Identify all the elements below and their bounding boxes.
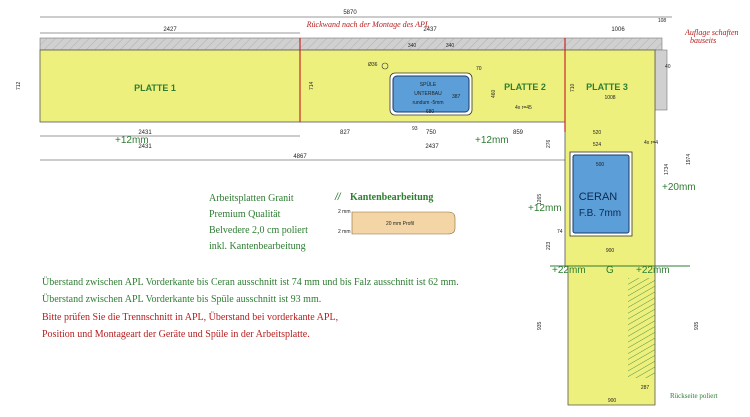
sink-line1: SPÜLE — [420, 81, 437, 88]
tap-hole — [381, 62, 389, 70]
dim-2427: 2427 — [163, 27, 177, 33]
ceran-cutout — [572, 154, 630, 234]
dim-287: 287 — [641, 385, 650, 391]
sink-cutout — [392, 75, 470, 113]
right-note-2: bauseits — [690, 36, 716, 45]
dim-714: 714 — [309, 81, 315, 90]
dim-1974: 1974 — [686, 154, 692, 165]
dim-2437-bottom: 2437 — [425, 144, 439, 150]
note-sink-overhang: Überstand zwischen APL Vorderkante bis S… — [42, 294, 322, 305]
dim-223: 223 — [546, 241, 552, 250]
note-check-1: Bitte prüfen Sie die Trennschnitt in APL… — [42, 312, 339, 323]
right-backsplash — [654, 49, 668, 111]
dim-900-bottom: 900 — [608, 398, 617, 404]
material-line3: Belvedere 2,0 cm poliert — [209, 225, 308, 236]
overhang-left-top: +12mm — [115, 135, 149, 146]
dim-500: 500 — [596, 162, 605, 168]
sink-depth: 387 — [452, 94, 461, 100]
dim-4xr4: 4x r=4 — [644, 140, 658, 146]
sink-line2: UNTERBAU — [414, 91, 442, 97]
dim-108: 108 — [658, 18, 667, 24]
sink-hole: Ø36 — [368, 62, 378, 68]
lower-hatch — [628, 278, 655, 378]
dim-460: 460 — [491, 89, 497, 98]
sink-width: 680 — [426, 109, 435, 115]
g-label: G — [606, 265, 614, 276]
dim-520: 520 — [593, 130, 602, 136]
edge-bottom-mm: 2 mm — [338, 229, 351, 235]
dim-935-right: 935 — [694, 321, 700, 330]
dim-93: 93 — [412, 126, 418, 132]
edge-slash: // — [334, 192, 342, 203]
backsplash-hatch — [40, 38, 662, 50]
dim-750: 750 — [426, 130, 437, 136]
dim-524: 524 — [593, 142, 602, 148]
note-check-2: Position und Montageart der Geräte und S… — [42, 329, 310, 340]
material-line4: inkl. Kantenbearbeitung — [209, 241, 306, 252]
dim-2437-top: 2437 — [423, 27, 437, 33]
back-polished: Rückseite poliert — [670, 392, 718, 400]
plate-1-label: PLATTE 1 — [134, 83, 176, 93]
ceran-line2: F.B. 7mm — [579, 208, 621, 219]
plate-1 — [39, 49, 301, 123]
ceran-line1: CERAN — [579, 191, 618, 203]
overhang-right-20: +20mm — [662, 182, 696, 193]
overhang-bottom-right: +22mm — [636, 265, 670, 276]
dim-340-right: 340 — [446, 43, 455, 49]
dim-4867: 4867 — [293, 154, 307, 160]
note-ceran-overhang: Überstand zwischen APL Vorderkante bis C… — [42, 277, 459, 288]
dim-1006-top: 1006 — [611, 27, 625, 33]
overhang-ceran-left: +12mm — [528, 203, 562, 214]
edge-profile-shape — [351, 211, 456, 235]
overhang-bottom-left: +22mm — [552, 265, 586, 276]
dim-1734: 1734 — [664, 164, 670, 175]
dim-74: 74 — [557, 229, 563, 235]
dim-859: 859 — [513, 130, 524, 136]
plate-2-label: PLATTE 2 — [504, 82, 546, 92]
overhang-mid-top: +12mm — [475, 135, 509, 146]
dim-827: 827 — [340, 130, 351, 136]
material-line1: Arbeitsplatten Granit — [209, 193, 294, 204]
dim-1265: 1265 — [537, 194, 543, 205]
sink-radius: 4x r=45 — [515, 105, 532, 111]
dim-40: 40 — [665, 64, 671, 70]
material-line2: Premium Qualität — [209, 209, 281, 220]
dim-710: 710 — [570, 83, 576, 92]
dim-340-left: 340 — [408, 43, 417, 49]
plate-3-label: PLATTE 3 — [586, 82, 628, 92]
dim-2431a: 2431 — [138, 130, 152, 136]
edge-top-mm: 2 mm — [338, 209, 351, 215]
dim-276: 276 — [546, 139, 552, 148]
sink-dim-70: 70 — [476, 66, 482, 72]
right-note-1: Auflage schaften — [684, 28, 739, 37]
edge-title: Kantenbearbeitung — [350, 192, 433, 203]
dim-1008: 1008 — [604, 95, 615, 101]
dim-712: 712 — [16, 81, 22, 90]
edge-profile-label: 20 mm Profil — [386, 221, 414, 227]
dim-935-left: 935 — [537, 321, 543, 330]
sink-line3: rundum -5mm — [412, 100, 443, 106]
backsplash-note: Rückwand nach der Montage des APL — [306, 20, 430, 29]
dim-900-top: 900 — [606, 248, 615, 254]
dim-total: 5870 — [343, 10, 357, 16]
dim-2431b: 2431 — [138, 144, 152, 150]
